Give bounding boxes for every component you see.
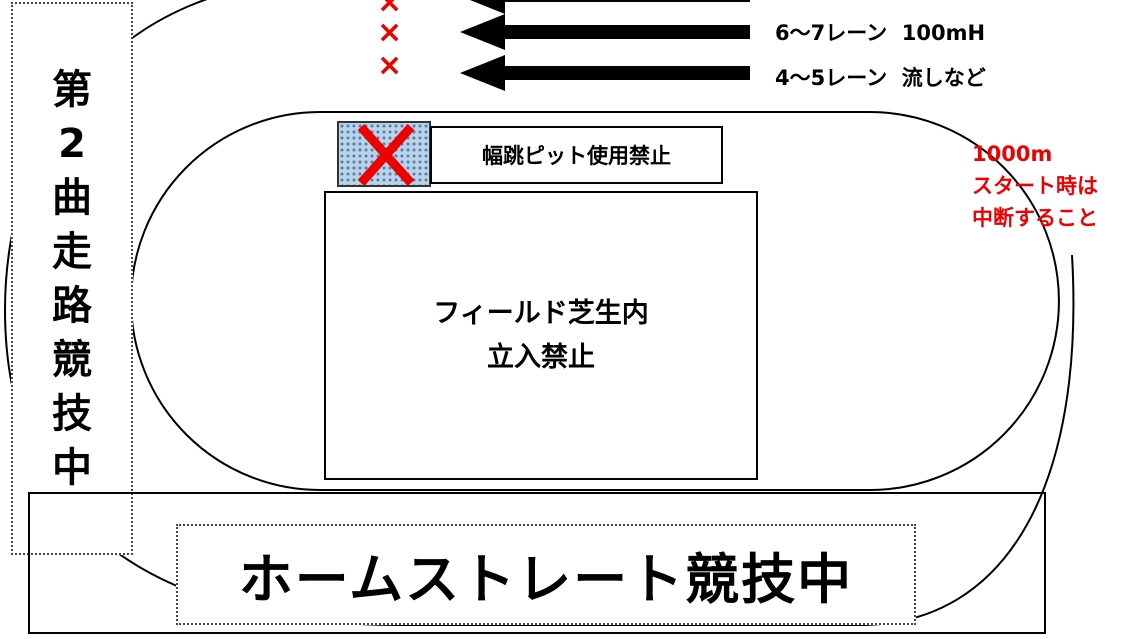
home-straight-banner: ホームストレート競技中 [176,524,916,625]
long-jump-notice: 幅跳ピット使用禁止 [430,126,723,184]
warning-line2: スタート時は [972,174,1098,198]
x-mark-icon: × [377,0,403,20]
warning-line3: 中断すること [972,206,1098,230]
banner-char: 走 [52,228,92,275]
lane-note-warmup: 4〜5レーン 流しなど [775,66,986,90]
home-straight-area [28,492,1046,634]
banner-char: 2 [58,120,86,167]
left-arrow-icon [460,55,750,91]
field-notice-line2: 立入禁止 [487,341,595,373]
field-area: フィールド芝生内 立入禁止 [324,191,758,480]
long-jump-pit [337,121,431,187]
x-mark-icon: × [377,15,403,50]
start-warning: 1000m スタート時は 中断すること [972,138,1098,234]
left-arrow-icon [470,0,750,14]
banner-char: 曲 [52,174,92,221]
banner-char: 技 [52,390,92,437]
banner-char: 路 [52,282,92,329]
lane-note-100mh: 6〜7レーン 100mH [775,21,986,45]
inner-track-outline [130,111,1060,491]
x-mark-icon: × [377,48,403,83]
banner-char: 競 [52,336,92,383]
left-arrow-icon [460,14,750,50]
warning-line1: 1000m [972,142,1053,166]
banner-char: 第 [52,66,92,113]
second-curve-banner: 第 2 曲 走 路 競 技 中 [11,2,133,555]
long-jump-notice-text: 幅跳ピット使用禁止 [482,144,671,168]
home-straight-text: ホームストレート競技中 [238,548,854,611]
banner-char: 中 [52,444,92,491]
red-cross-icon [357,124,415,186]
field-notice-line1: フィールド芝生内 [433,297,649,329]
